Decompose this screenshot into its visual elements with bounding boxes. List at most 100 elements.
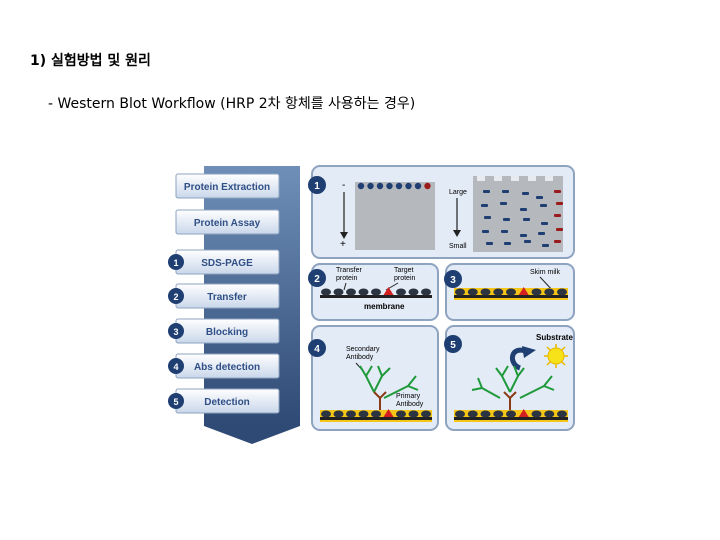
panel-abs-detection: 4 Secondary Antibody Primary Antibody	[308, 325, 439, 431]
membrane-protein	[421, 410, 431, 418]
transfer-protein-label-line1: Transfer	[336, 267, 362, 274]
transfer-protein-label: Transfer protein	[336, 267, 364, 282]
gel-slab	[355, 182, 435, 250]
membrane-protein	[396, 288, 406, 296]
gel-band	[486, 242, 493, 245]
primary-antibody-label-line1: Primary	[396, 393, 421, 400]
gel-minus-label: -	[342, 180, 345, 191]
page-subtitle: - Western Blot Workflow (HRP 2차 항체를 사용하는…	[48, 96, 416, 112]
gel-band	[542, 244, 549, 247]
gel-band	[541, 222, 548, 225]
protein-sample-dot	[424, 182, 431, 190]
detection-primary-antibody	[503, 391, 517, 412]
workflow-step-label: Blocking	[206, 327, 248, 338]
protein-sample-dot	[405, 182, 412, 190]
gel-well	[511, 176, 519, 181]
panel-2-number: 2	[314, 274, 320, 285]
gel-band	[484, 216, 491, 219]
membrane-protein	[531, 410, 542, 418]
workflow-step-number: 1	[173, 258, 178, 268]
membrane-protein	[467, 410, 478, 418]
workflow-step: Blocking 3	[168, 318, 280, 344]
protein-sample-dot	[395, 182, 403, 190]
target-protein	[518, 287, 529, 295]
secondary-antibody-label: Secondary Antibody	[346, 346, 381, 361]
abs-membrane-bar	[320, 417, 432, 420]
membrane-protein	[544, 288, 555, 296]
workflow-step-number: 4	[173, 362, 178, 372]
gel-band	[556, 202, 563, 205]
target-protein	[383, 409, 394, 417]
gel-band	[520, 234, 527, 237]
workflow-step-label: Detection	[204, 397, 250, 408]
workflow-step-box	[175, 173, 280, 199]
workflow-step-box	[175, 209, 280, 235]
gel-band	[522, 192, 529, 195]
panel-1-number: 1	[314, 181, 320, 192]
protein-sample-dot	[414, 182, 422, 190]
gel-band	[483, 190, 490, 193]
gel-band	[554, 214, 561, 217]
size-small-label: Small	[449, 243, 467, 250]
membrane-protein	[467, 288, 478, 296]
membrane-protein	[480, 288, 491, 296]
membrane-protein	[544, 410, 555, 418]
secondary-antibody-label-line1: Secondary	[346, 346, 380, 353]
workflow-step-number: 3	[173, 327, 178, 337]
gel-band	[500, 202, 507, 205]
membrane-protein	[455, 288, 465, 296]
membrane-protein	[321, 288, 331, 296]
protein-sample-dot	[357, 182, 365, 190]
membrane-protein	[506, 288, 516, 296]
membrane-protein	[480, 410, 491, 418]
gel-well	[477, 176, 485, 181]
protein-sample-dot	[376, 182, 384, 190]
workflow-step-badge	[168, 393, 184, 409]
secondary-antibody-label-line2: Antibody	[346, 354, 374, 361]
workflow-step-badge	[168, 288, 184, 304]
primary-antibody-label-line2: Antibody	[396, 401, 424, 408]
membrane-protein	[421, 288, 431, 296]
protein-sample-dot	[386, 182, 393, 190]
workflow-step-number: 5	[173, 397, 178, 407]
panel-detection: 5 Substrate	[444, 325, 575, 431]
gel-band	[481, 204, 488, 207]
gel-plus-label: +	[340, 239, 346, 250]
membrane-protein	[455, 410, 465, 418]
panel-4-badge	[308, 339, 326, 357]
membrane-label: membrane	[364, 302, 405, 311]
detection-secondary-antibody	[471, 365, 555, 399]
blocking-membrane-bar	[454, 295, 568, 298]
panel-2-badge	[308, 269, 326, 287]
panel-sds-page: 1 - + Large Small	[308, 165, 575, 259]
membrane-protein	[557, 288, 567, 296]
workflow-step-label: Protein Extraction	[184, 182, 270, 193]
gel-well	[494, 176, 502, 181]
workflow-step-label: Protein Assay	[194, 218, 261, 229]
membrane-protein	[333, 288, 344, 296]
target-protein	[383, 287, 394, 295]
page-title: 1) 실험방법 및 원리	[30, 53, 151, 69]
gel-band	[520, 208, 527, 211]
panel-transfer: 2 Transfer protein Target protein membra…	[308, 263, 439, 321]
size-large-label: Large	[449, 189, 467, 196]
gel-band	[540, 204, 547, 207]
membrane-protein	[557, 410, 567, 418]
gel-well	[545, 176, 553, 181]
gel-band	[554, 240, 561, 243]
panel-5-number: 5	[450, 340, 456, 351]
gel-well	[528, 176, 536, 181]
gel-band	[554, 190, 561, 193]
substrate-label: Substrate	[536, 333, 573, 342]
membrane-bar	[320, 295, 432, 298]
membrane-protein	[531, 288, 542, 296]
target-protein-label-line2: protein	[394, 275, 416, 282]
target-protein	[518, 409, 529, 417]
workflow-step-badge	[168, 358, 184, 374]
workflow-step-label: Transfer	[207, 292, 247, 303]
transfer-pointer	[343, 282, 347, 291]
